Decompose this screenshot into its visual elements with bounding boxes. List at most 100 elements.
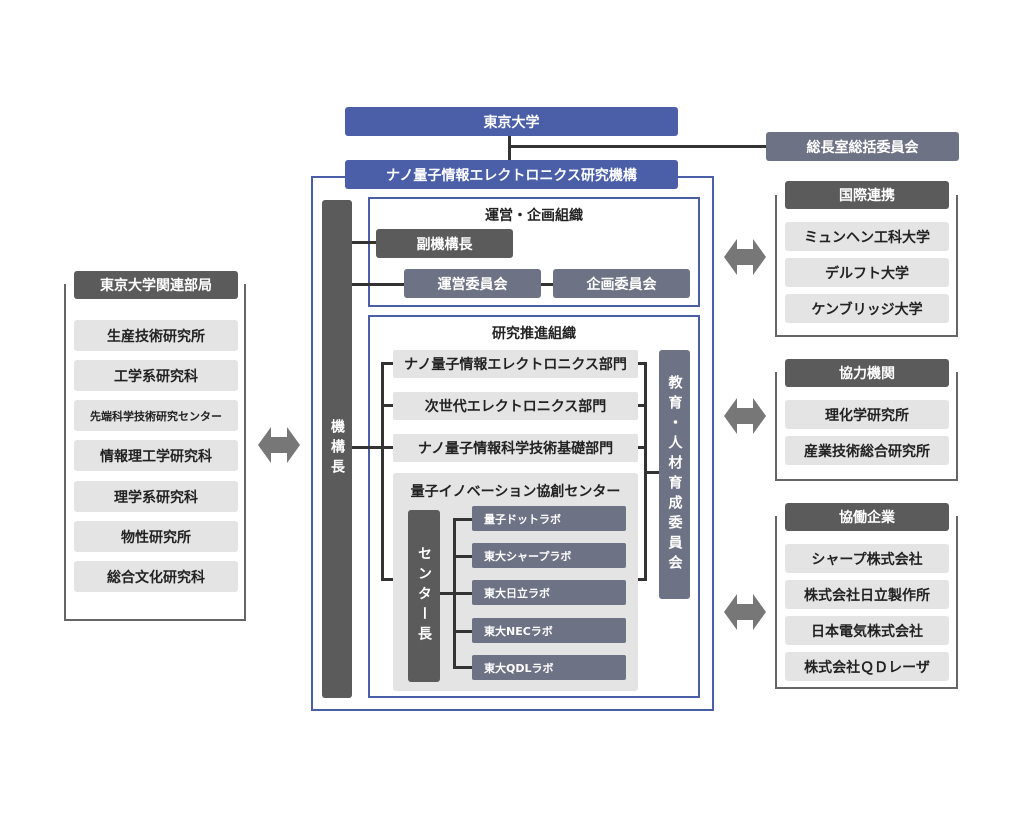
lab-label: 量子ドットラボ [484, 512, 561, 526]
planning-committee-label: 企画委員会 [586, 276, 657, 293]
related-item: 工学系研究科 [74, 360, 238, 391]
companies-title: 協働企業 [839, 510, 895, 526]
vice-director-label: 副機構長 [416, 236, 473, 253]
cooperative-item-label: 理化学研究所 [825, 407, 909, 424]
innovation-center-title: 量子イノベーション協創センター [410, 484, 621, 500]
related-item-label: 情報理工学研究科 [100, 448, 212, 465]
connector-line [381, 446, 393, 449]
related-item-label: 物性研究所 [121, 529, 191, 546]
company-item: 株式会社日立製作所 [785, 580, 949, 609]
international-item-label: ミュンヘン工科大学 [804, 229, 930, 246]
connector-line [352, 241, 376, 244]
international-frame [775, 195, 958, 337]
lab-box: 東大シャープラボ [472, 543, 626, 568]
related-item-label: 先端科学技術研究センター [90, 409, 222, 423]
connector-line [638, 404, 647, 407]
division-box: 次世代エレクトロニクス部門 [393, 392, 638, 420]
double-arrow-icon [724, 594, 766, 630]
international-item: ケンブリッジ大学 [785, 294, 949, 323]
vice-director-box: 副機構長 [376, 229, 513, 258]
division-label: ナノ量子情報科学技術基礎部門 [417, 441, 614, 457]
cooperative-item: 産業技術総合研究所 [785, 436, 949, 465]
research-title: 研究推進組織 [492, 326, 576, 342]
double-arrow-icon [258, 427, 300, 463]
utokyo-box: 東京大学 [345, 107, 678, 136]
operations-committee-label: 運営委員会 [437, 276, 508, 293]
related-item: 情報理工学研究科 [74, 440, 238, 471]
connector-line [440, 592, 454, 595]
related-title: 東京大学関連部局 [100, 278, 212, 294]
company-item-label: 株式会社ＱＤレーザ [804, 659, 930, 676]
division-box: ナノ量子情報科学技術基礎部門 [393, 434, 638, 462]
double-arrow-icon [724, 239, 766, 275]
connector-line [541, 283, 553, 286]
company-item: 株式会社ＱＤレーザ [785, 652, 949, 681]
related-item-label: 工学系研究科 [114, 368, 198, 385]
company-item-label: 日本電気株式会社 [811, 623, 923, 640]
center-head-label: センター長 [416, 546, 432, 646]
cooperative-title: 協力機関 [839, 366, 895, 382]
companies-frame [775, 516, 958, 689]
related-item-label: 総合文化研究科 [107, 569, 205, 586]
planning-committee-box: 企画委員会 [553, 269, 690, 298]
related-item: 理学系研究科 [74, 481, 238, 512]
international-item: ミュンヘン工科大学 [785, 222, 949, 251]
international-title: 国際連携 [839, 188, 895, 204]
company-item: 日本電気株式会社 [785, 616, 949, 645]
company-item-label: シャープ株式会社 [811, 551, 923, 568]
related-item: 物性研究所 [74, 521, 238, 552]
director-label: 機構長 [329, 419, 345, 479]
lab-box: 量子ドットラボ [472, 506, 626, 531]
education-committee-bar: 教育・人材育成委員会 [659, 350, 690, 599]
lab-box: 東大NECラボ [472, 618, 626, 643]
lab-label: 東大QDLラボ [484, 661, 554, 675]
lab-label: 東大NECラボ [484, 624, 553, 638]
utokyo-label: 東京大学 [483, 114, 540, 131]
international-item: デルフト大学 [785, 258, 949, 287]
management-title: 運営・企画組織 [485, 208, 583, 224]
connector-line [381, 578, 393, 581]
cooperative-frame [775, 372, 958, 481]
connector-line [352, 446, 382, 449]
related-item-label: 理学系研究科 [114, 489, 198, 506]
lab-label: 東大日立ラボ [484, 586, 550, 600]
related-title-box: 東京大学関連部局 [74, 271, 238, 299]
connector-line [453, 666, 472, 669]
connector-line [381, 404, 393, 407]
connector-line [352, 283, 404, 286]
international-title-box: 国際連携 [785, 181, 949, 209]
company-item-label: 株式会社日立製作所 [804, 587, 930, 604]
related-item: 生産技術研究所 [74, 320, 238, 351]
president-committee-label: 総長室総括委員会 [806, 139, 919, 156]
companies-title-box: 協働企業 [785, 503, 949, 531]
center-head-bar: センター長 [408, 510, 440, 682]
connector-line [381, 362, 393, 365]
operations-committee-box: 運営委員会 [404, 269, 541, 298]
education-committee-label: 教育・人材育成委員会 [666, 374, 683, 575]
related-item-label: 生産技術研究所 [107, 328, 205, 345]
division-label: ナノ量子情報エレクトロニクス部門 [404, 357, 627, 373]
related-frame [64, 284, 246, 621]
related-item: 総合文化研究科 [74, 561, 238, 592]
connector-line [638, 362, 647, 365]
cooperative-item: 理化学研究所 [785, 400, 949, 429]
connector-line [508, 145, 766, 148]
lab-box: 東大日立ラボ [472, 580, 626, 605]
president-committee-box: 総長室総括委員会 [766, 132, 959, 161]
connector-line [644, 471, 660, 474]
connector-line [453, 518, 472, 521]
institute-box: ナノ量子情報エレクトロニクス研究機構 [345, 160, 678, 189]
division-label: 次世代エレクトロニクス部門 [424, 399, 607, 415]
connector-line [638, 446, 647, 449]
cooperative-item-label: 産業技術総合研究所 [804, 443, 930, 460]
director-bar: 機構長 [322, 200, 352, 698]
connector-line [638, 578, 647, 581]
international-item-label: デルフト大学 [825, 265, 909, 282]
institute-label: ナノ量子情報エレクトロニクス研究機構 [386, 167, 637, 184]
connector-line [453, 555, 472, 558]
related-item: 先端科学技術研究センター [74, 400, 238, 431]
cooperative-title-box: 協力機関 [785, 359, 949, 387]
connector-line [453, 592, 472, 595]
connector-line [508, 136, 511, 160]
double-arrow-icon [724, 398, 766, 434]
